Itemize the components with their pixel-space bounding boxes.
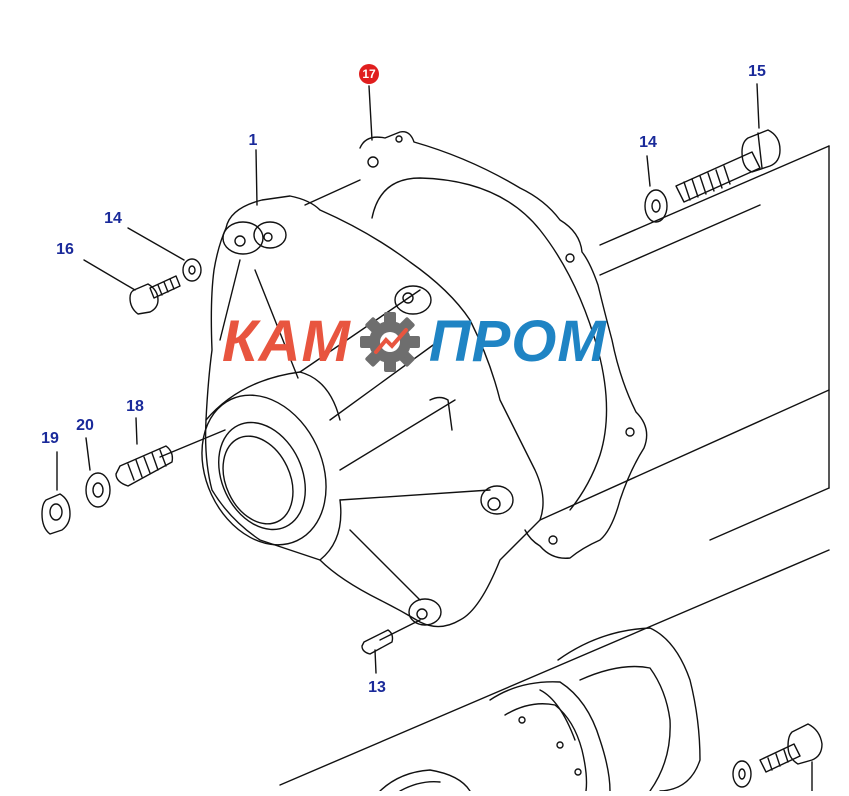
callout-19[interactable]: 19 xyxy=(41,430,59,447)
leader-lines xyxy=(56,83,760,674)
callout-13[interactable]: 13 xyxy=(368,679,386,696)
axis-lines xyxy=(159,145,830,786)
washer-20 xyxy=(85,472,111,508)
bolt-16 xyxy=(129,275,181,315)
housing-flange xyxy=(359,131,648,559)
lower-gasket-parts xyxy=(379,627,701,792)
lower-bolt xyxy=(732,723,823,792)
callout-17[interactable]: 17 xyxy=(359,64,379,84)
washer-14-right xyxy=(644,189,668,223)
bolt-15 xyxy=(675,129,781,203)
stud-18 xyxy=(115,445,174,487)
callout-14-right[interactable]: 14 xyxy=(639,134,657,151)
gear-icon xyxy=(359,311,420,372)
callout-14-left[interactable]: 14 xyxy=(104,210,122,227)
callout-1[interactable]: 1 xyxy=(248,132,258,149)
logo-word-prom: ПРОМ xyxy=(428,309,607,374)
dowel-pin-13 xyxy=(361,629,394,655)
nut-19 xyxy=(41,493,71,535)
washer-14-left xyxy=(182,258,202,282)
callout-18[interactable]: 18 xyxy=(126,398,144,415)
callout-16[interactable]: 16 xyxy=(56,241,74,258)
kamprom-logo: КАМ ПРОМ xyxy=(222,308,607,375)
logo-word-kam: КАМ xyxy=(222,309,351,374)
callout-15[interactable]: 15 xyxy=(748,63,766,80)
callout-20[interactable]: 20 xyxy=(76,417,94,434)
main-housing xyxy=(201,195,544,628)
